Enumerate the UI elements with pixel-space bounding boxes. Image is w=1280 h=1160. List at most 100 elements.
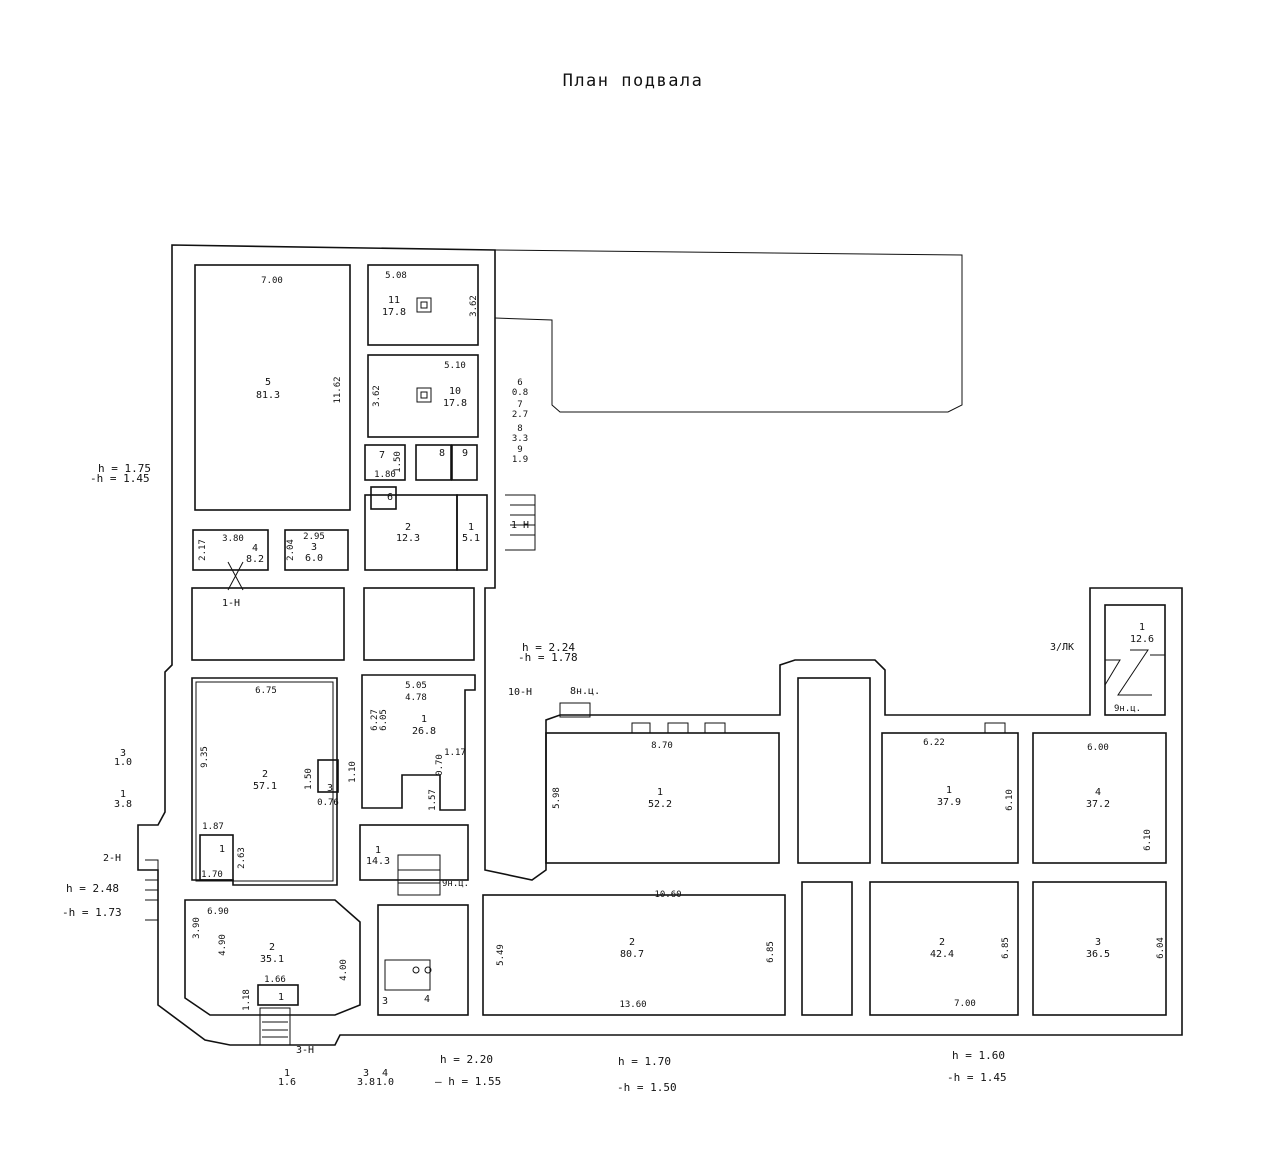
room-label-e4: 6.00 6.10 4 37.2 <box>1086 743 1153 851</box>
svg-text:7: 7 <box>517 400 522 410</box>
height-annotations: h = 1.75 -h = 1.45 h = 2.24 -h = 1.78 h … <box>62 462 1007 1094</box>
svg-text:6.75: 6.75 <box>255 686 277 696</box>
svg-text:13.60: 13.60 <box>619 1000 646 1010</box>
svg-text:5.49: 5.49 <box>496 944 506 966</box>
svg-text:1: 1 <box>657 787 663 798</box>
room-label-r1e: 1 <box>278 992 284 1003</box>
svg-text:h = 2.24: h = 2.24 <box>522 641 575 654</box>
svg-text:2: 2 <box>939 937 945 948</box>
svg-text:8: 8 <box>517 424 522 434</box>
svg-text:1.0: 1.0 <box>114 757 132 768</box>
room-label-r7: 7 1.50 1.80 <box>374 450 403 480</box>
svg-text:6.22: 6.22 <box>923 738 945 748</box>
svg-text:1-Н: 1-Н <box>511 520 529 531</box>
svg-text:3: 3 <box>120 748 126 759</box>
svg-text:42.4: 42.4 <box>930 949 954 960</box>
svg-text:6.04: 6.04 <box>1156 937 1166 959</box>
svg-text:9н.ц.: 9н.ц. <box>442 879 469 889</box>
room-label-e2b: 2 42.4 7.00 6.85 <box>930 937 1011 1009</box>
svg-text:6.27: 6.27 <box>370 709 380 731</box>
svg-text:1: 1 <box>284 1068 290 1079</box>
room-label-r2b: 6.75 9.35 2 57.1 <box>200 686 277 792</box>
svg-text:1.50: 1.50 <box>304 768 314 790</box>
svg-text:4: 4 <box>382 1068 388 1079</box>
svg-text:0.8: 0.8 <box>512 388 528 398</box>
room-label-e1: 8.70 5.98 1 52.2 <box>552 741 673 810</box>
svg-text:3: 3 <box>363 1068 369 1079</box>
svg-text:17.8: 17.8 <box>382 307 406 318</box>
svg-text:6.10: 6.10 <box>1143 829 1153 851</box>
room-label-e1b: 6.22 6.10 1 37.9 <box>923 738 1015 811</box>
svg-text:3: 3 <box>311 542 317 553</box>
svg-text:h = 2.20: h = 2.20 <box>440 1053 493 1066</box>
room-label-r1d: 1 14.3 <box>366 845 390 867</box>
svg-text:9.35: 9.35 <box>200 746 210 768</box>
svg-text:11: 11 <box>388 295 400 306</box>
west-wing-walls <box>137 244 1183 1046</box>
svg-text:3-Н: 3-Н <box>296 1045 314 1056</box>
svg-text:9н.ц.: 9н.ц. <box>1114 704 1141 714</box>
outside-fractions: 3 1.0 1 3.8 1 1.6 3 3.8 4 1.0 <box>114 748 394 1088</box>
west-rooms <box>145 264 536 1046</box>
room-label-r1b: 1.87 1 1.70 2.63 <box>201 822 247 880</box>
svg-text:6.90: 6.90 <box>207 907 229 917</box>
svg-text:1.9: 1.9 <box>512 455 528 465</box>
svg-text:1.18: 1.18 <box>242 989 252 1011</box>
svg-text:8.2: 8.2 <box>246 554 264 565</box>
svg-text:1.70: 1.70 <box>201 870 223 880</box>
svg-text:4.90: 4.90 <box>218 934 228 956</box>
svg-text:1.87: 1.87 <box>202 822 224 832</box>
svg-text:h = 2.48: h = 2.48 <box>66 882 119 895</box>
svg-text:1.57: 1.57 <box>428 789 438 811</box>
svg-text:h = 1.60: h = 1.60 <box>952 1049 1005 1062</box>
svg-text:6.05: 6.05 <box>379 709 389 731</box>
svg-text:36.5: 36.5 <box>1086 949 1110 960</box>
room-label-r2a: 2 12.3 <box>396 522 420 544</box>
svg-text:17.8: 17.8 <box>443 398 467 409</box>
svg-text:35.1: 35.1 <box>260 954 284 965</box>
svg-text:2: 2 <box>269 942 275 953</box>
svg-text:6: 6 <box>517 378 522 388</box>
room-label-r5a: 7.00 11.62 5 81.3 <box>256 276 343 404</box>
svg-text:5.08: 5.08 <box>385 271 407 281</box>
room-label-r3b: 3 0.76 1.50 <box>304 768 339 808</box>
room-label-r9: 9 <box>462 448 468 459</box>
svg-text:4: 4 <box>252 543 258 554</box>
svg-text:1: 1 <box>468 522 474 533</box>
svg-text:-h = 1.50: -h = 1.50 <box>617 1081 677 1094</box>
svg-text:5.1: 5.1 <box>462 533 480 544</box>
svg-text:8.70: 8.70 <box>651 741 673 751</box>
svg-text:26.8: 26.8 <box>412 726 436 737</box>
svg-text:10.60: 10.60 <box>654 890 681 900</box>
svg-text:2.17: 2.17 <box>198 539 208 561</box>
svg-text:3: 3 <box>327 783 333 794</box>
svg-text:1: 1 <box>1139 622 1145 633</box>
svg-text:1: 1 <box>120 789 126 800</box>
svg-text:8н.ц.: 8н.ц. <box>570 686 600 697</box>
room-label-r3c: 3 <box>382 996 388 1007</box>
svg-text:52.2: 52.2 <box>648 799 672 810</box>
svg-text:-h = 1.78: -h = 1.78 <box>518 651 578 664</box>
svg-text:1: 1 <box>219 844 225 855</box>
svg-text:7.00: 7.00 <box>954 999 976 1009</box>
room-label-r4c: 4 <box>424 994 430 1005</box>
room-label-r4a: 3.80 2.17 4 8.2 <box>198 534 264 565</box>
room-label-r6: 6 <box>387 492 393 503</box>
room-label-r11: 5.08 3.62 11 17.8 <box>382 271 479 318</box>
svg-text:1: 1 <box>421 714 427 725</box>
svg-text:6.00: 6.00 <box>1087 743 1109 753</box>
svg-text:6.10: 6.10 <box>1005 789 1015 811</box>
room-label-e3: 3 36.5 6.04 <box>1086 937 1166 960</box>
svg-text:6.0: 6.0 <box>305 553 323 564</box>
svg-text:0.76: 0.76 <box>317 798 339 808</box>
svg-text:11.62: 11.62 <box>333 376 343 403</box>
svg-text:2.04: 2.04 <box>286 539 296 561</box>
svg-text:12.3: 12.3 <box>396 533 420 544</box>
room-label-e1c: 1 12.6 <box>1130 622 1154 645</box>
svg-text:1: 1 <box>375 845 381 856</box>
room-label-r1c: 5.05 4.78 6.27 6.05 1 26.8 1.17 0.70 1.1… <box>348 681 466 811</box>
svg-text:1-Н: 1-Н <box>222 598 240 609</box>
svg-text:2: 2 <box>262 769 268 780</box>
svg-text:3.80: 3.80 <box>222 534 244 544</box>
